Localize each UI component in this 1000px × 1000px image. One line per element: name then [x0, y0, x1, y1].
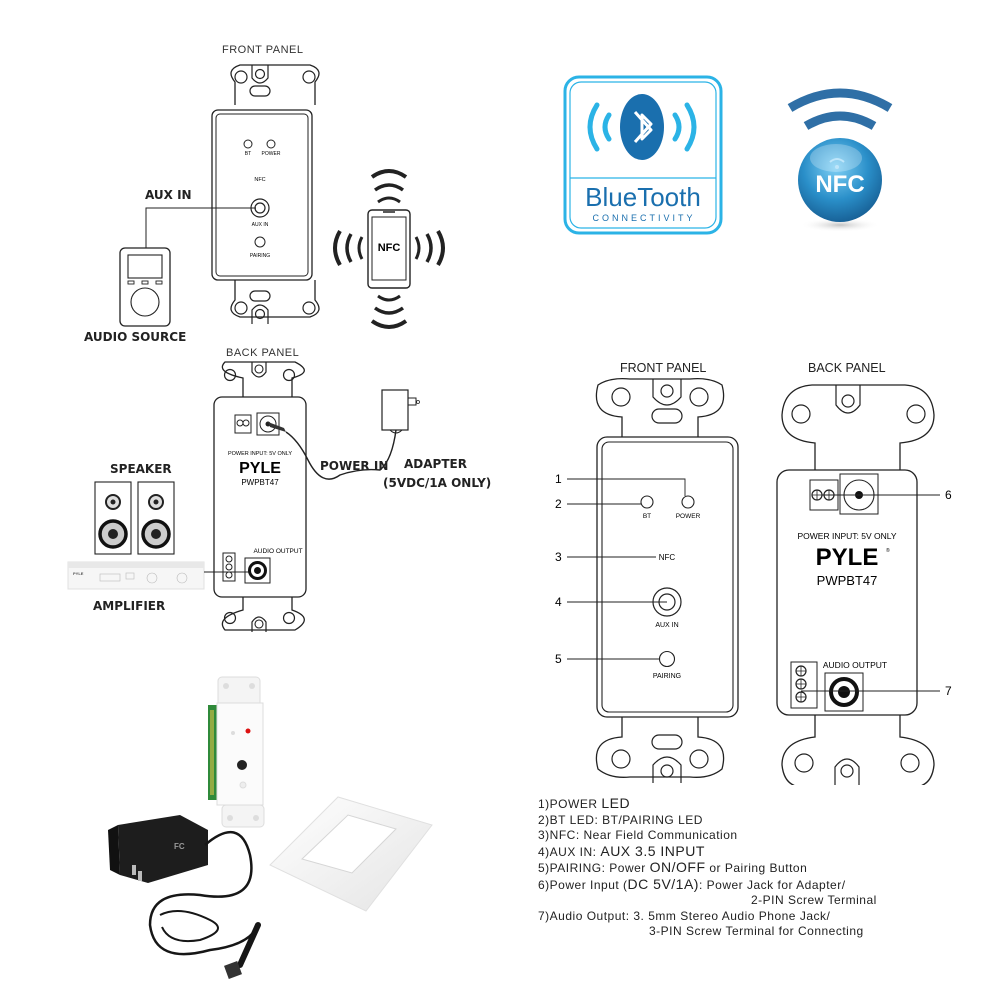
detail-back-title: BACK PANEL — [808, 361, 886, 375]
audio-source-icon — [119, 247, 171, 327]
amplifier-icon: PYLE — [67, 561, 205, 590]
legend-item-4: 4)AUX IN: AUX 3.5 INPUT — [538, 842, 705, 859]
adapter-spec: (5VDC/1A ONLY) — [383, 476, 492, 490]
legend-item-6: 6)Power Input (DC 5V/1A): Power Jack for… — [538, 875, 846, 892]
power-jack-icon — [256, 412, 280, 436]
callout-2: 2 — [555, 497, 562, 511]
power-cable — [285, 429, 397, 480]
audio-source-label: AUDIO SOURCE — [84, 330, 187, 344]
audio-output-jack-icon — [244, 557, 271, 584]
legend-item-7-cont: 3-PIN Screw Terminal for Connecting — [649, 924, 864, 938]
callout-7: 7 — [945, 684, 952, 698]
power-plug-icon — [268, 422, 286, 432]
bluetooth-sub: CONNECTIVITY — [592, 213, 695, 223]
model-label: PWPBT47 — [241, 478, 279, 487]
nfc-zone-label: NFC — [254, 177, 265, 183]
bluetooth-word: BlueTooth — [585, 182, 701, 212]
two-pin-terminal-icon — [234, 414, 252, 434]
detail-back-diagram: 6 POWER INPUT: 5V ONLY PYLE ® PWPBT47 AU… — [776, 384, 952, 785]
nfc-arc-inner — [803, 111, 877, 130]
adapter-icon — [381, 389, 420, 434]
svg-text:PYLE: PYLE — [73, 571, 84, 576]
speaker-label: SPEAKER — [110, 462, 172, 476]
front-panel-title: FRONT PANEL — [222, 44, 304, 56]
panel-body — [211, 109, 313, 281]
detail-aux-label: AUX IN — [655, 622, 678, 629]
legend-item-2: 2)BT LED: BT/PAIRING LED — [538, 812, 703, 827]
detail-bt-led-icon — [640, 495, 654, 509]
detail-audio-output-jack-icon — [824, 672, 864, 712]
nfc-logo: NFC — [787, 88, 893, 232]
bt-led-label: BT — [245, 151, 251, 157]
detail-audio-output-label: AUDIO OUTPUT — [823, 660, 887, 670]
bluetooth-logo: BlueTooth CONNECTIVITY — [563, 75, 723, 235]
detail-power-led-icon — [681, 495, 695, 509]
nfc-phone-icon — [333, 169, 445, 329]
aux-in-callout: AUX IN — [145, 188, 192, 202]
back-panel-title: BACK PANEL — [226, 347, 300, 359]
aux-jack-label: AUX IN — [252, 222, 269, 228]
wall-plate-photo — [269, 796, 433, 912]
svg-text:®: ® — [886, 547, 890, 554]
callout-3: 3 — [555, 550, 562, 564]
receiver-module-photo — [208, 676, 265, 828]
product-photo: FC — [108, 676, 433, 979]
power-in-callout: POWER IN — [320, 459, 389, 473]
legend-item-7: 7)Audio Output: 3. 5mm Stereo Audio Phon… — [538, 908, 831, 923]
adapter-label: ADAPTER — [404, 457, 467, 471]
detail-power-jack-icon — [839, 473, 879, 515]
detail-model-label: PWPBT47 — [817, 573, 878, 588]
svg-text:FC: FC — [174, 842, 185, 851]
pairing-label: PAIRING — [250, 253, 270, 259]
audio-output-label: AUDIO OUTPUT — [253, 548, 302, 555]
back-panel-diagram: POWER INPUT: 5V ONLY PYLE PWPBT47 PYLE A… — [67, 361, 420, 632]
feature-legend: 1)POWER LED 2)BT LED: BT/PAIRING LED 3)N… — [538, 795, 877, 940]
power-adapter-photo: FC — [108, 815, 261, 979]
detail-three-pin-terminal-icon — [790, 661, 818, 709]
detail-front-title: FRONT PANEL — [620, 361, 707, 375]
detail-power-input-label: POWER INPUT: 5V ONLY — [797, 531, 896, 541]
aux-cable — [145, 207, 256, 248]
panel-top-ear — [230, 64, 320, 105]
amplifier-label: AMPLIFIER — [93, 599, 166, 613]
nfc-badge-text: NFC — [815, 171, 864, 198]
callout-6: 6 — [945, 488, 952, 502]
callout-line-1 — [567, 478, 686, 496]
nfc-arc-outer — [787, 88, 893, 112]
power-led-label: POWER — [262, 151, 281, 157]
detail-power-label: POWER — [676, 513, 701, 520]
front-panel-diagram: BT POWER NFC AUX IN PAIRING N — [119, 64, 445, 329]
detail-front-diagram: BT POWER NFC AUX IN PAIRING 1 2 3 4 5 — [555, 377, 739, 783]
detail-bt-label: BT — [643, 513, 651, 520]
pairing-button-icon — [254, 236, 266, 248]
pyle-logo: PYLE — [239, 460, 281, 477]
legend-item-3: 3)NFC: Near Field Communication — [538, 828, 738, 842]
callout-1: 1 — [555, 472, 562, 486]
callout-4: 4 — [555, 595, 562, 609]
power-input-label: POWER INPUT: 5V ONLY — [228, 451, 292, 457]
back-panel-body — [213, 396, 307, 598]
speaker-icon — [94, 481, 175, 555]
legend-item-1: 1)POWER LED — [538, 795, 631, 811]
bt-led-icon — [243, 139, 253, 149]
three-pin-terminal-icon — [222, 552, 236, 582]
power-led-icon — [266, 139, 276, 149]
callout-5: 5 — [555, 652, 562, 666]
detail-nfc-label: NFC — [659, 553, 676, 562]
detail-pairing-label: PAIRING — [653, 673, 681, 680]
legend-item-6-cont: 2-PIN Screw Terminal — [751, 893, 877, 907]
detail-pyle-logo: PYLE — [816, 544, 879, 571]
phone-nfc-label: NFC — [378, 242, 401, 254]
legend-item-5: 5)PAIRING: Power ON/OFF or Pairing Butto… — [538, 859, 808, 875]
